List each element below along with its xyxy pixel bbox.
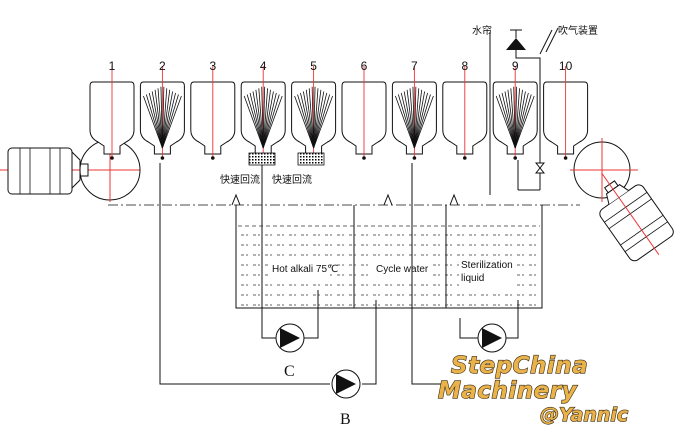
station-9: 9 [492,59,538,160]
station-number: 10 [559,59,573,73]
outfeed-bottle [570,138,674,262]
station-number: 3 [209,59,216,73]
wash-tank [231,193,543,309]
nozzle-icon [110,156,114,160]
pump-sterilization-icon [477,323,507,353]
station-4: 4 [240,59,286,160]
nozzle-icon [362,156,366,160]
infeed-bottle [0,138,141,202]
nozzle-icon [463,156,467,160]
station-number: 4 [260,59,267,73]
station-number: 7 [411,59,418,73]
quick-return-filter-5 [297,152,325,166]
water-curtain-label: 水帘 [472,24,492,37]
station-6: 6 [341,59,387,160]
piping [159,163,519,385]
station-2: 2 [139,59,185,160]
pump-c-label: C [284,363,295,380]
station-number: 1 [109,59,116,73]
station-7: 7 [391,59,437,160]
air-blow-arrow [539,27,559,55]
nozzle-icon [513,156,517,160]
brush-icon [243,86,283,149]
air-line [515,50,541,191]
nozzle-icon [211,156,215,160]
station-number: 5 [310,59,317,73]
station-8: 8 [442,59,488,160]
pump-b-icon [331,369,361,399]
nozzle-icon [160,156,165,160]
brush-icon [143,86,182,149]
brush-icon [294,86,333,149]
tank-label-sterilization-liquid: liquid [461,273,484,284]
nozzle-icon [412,156,417,160]
quick-return-label-4: 快速回流 [220,173,260,186]
tank-label-sterilization: Sterilization [461,260,513,271]
watermark-line2: Machinery [438,378,578,404]
stations: 1 2 3 4 5 6 7 8 9 10 [89,59,589,160]
air-valve-icon [534,162,546,174]
tank-label-hot-alkali: Hot alkali 75℃ [272,264,338,275]
pump-b-label: B [340,411,351,428]
nozzle-icon [563,156,568,160]
tank-label-cycle-water: Cycle water [376,264,429,275]
station-number: 8 [461,59,468,73]
station-number: 9 [512,59,519,73]
quick-return-filter-4 [248,152,276,166]
station-3: 3 [190,59,236,160]
air-blow-nozzle [506,29,526,50]
station-number: 2 [159,59,166,73]
air-blow-label: 吹气装置 [558,24,598,37]
brush-icon [495,86,535,149]
pump-c-icon [275,323,305,353]
station-5: 5 [291,59,337,160]
quick-return-label-5: 快速回流 [272,173,312,186]
watermark: StepChina Machinery @Yannic [437,352,629,426]
brush-icon [395,86,434,149]
station-1: 1 [89,59,135,160]
station-number: 6 [361,59,368,73]
watermark-line3: @Yannic [540,404,629,426]
station-10: 10 [543,59,589,160]
watermark-line1: StepChina [451,353,588,379]
